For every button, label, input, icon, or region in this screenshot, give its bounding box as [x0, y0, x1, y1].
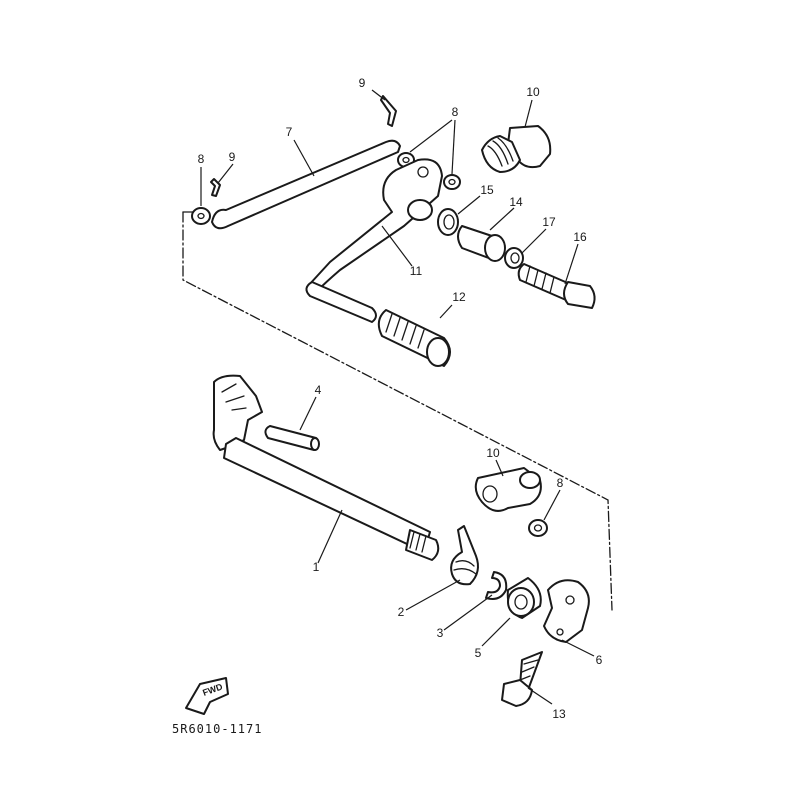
- callout-10-lower: 10: [486, 446, 500, 460]
- part-10-boot-top[interactable]: [481, 125, 552, 173]
- callout-17: 17: [542, 215, 556, 229]
- part-8-washer-top-2[interactable]: [443, 174, 461, 190]
- part-17-washer[interactable]: [504, 247, 524, 269]
- part-3-circlip[interactable]: [485, 571, 508, 600]
- part-9-cotter-pin-left[interactable]: [210, 178, 221, 197]
- callout-8-top: 8: [452, 105, 459, 119]
- callout-13: 13: [552, 707, 566, 721]
- callout-4: 4: [315, 383, 322, 397]
- callout-9-left: 9: [229, 150, 236, 164]
- part-15-oil-seal[interactable]: [437, 208, 459, 236]
- leader-lines: [200, 89, 595, 705]
- part-8-washer-lower[interactable]: [528, 519, 548, 537]
- pedal-peg-shaft: [305, 281, 377, 323]
- callout-1: 1: [313, 560, 320, 574]
- part-7-shift-rod[interactable]: [211, 139, 401, 230]
- drawing-code: 5R6010-1171: [172, 722, 262, 736]
- part-16-bolt[interactable]: [517, 263, 596, 309]
- callout-11: 11: [410, 264, 423, 278]
- callout-14: 14: [509, 195, 523, 209]
- callout-2: 2: [398, 605, 405, 619]
- part-12-pedal-rubber[interactable]: [377, 309, 451, 367]
- callout-16: 16: [573, 230, 587, 244]
- callout-12: 12: [452, 290, 466, 304]
- part-2-return-spring[interactable]: [450, 525, 479, 586]
- part-1-shift-shaft[interactable]: [212, 374, 440, 561]
- part-8-washer-left[interactable]: [191, 207, 211, 225]
- callout-6: 6: [596, 653, 603, 667]
- fwd-arrow-icon: FWD: [185, 677, 229, 715]
- part-14-collar[interactable]: [457, 225, 506, 262]
- part-4-pin[interactable]: [264, 425, 320, 451]
- callout-9-top: 9: [359, 76, 366, 90]
- callout-5: 5: [475, 646, 482, 660]
- part-9-cotter-pin-top[interactable]: [380, 95, 397, 127]
- part-6-shift-lever[interactable]: [543, 579, 590, 643]
- callout-15: 15: [480, 183, 494, 197]
- part-13-bolt[interactable]: [501, 651, 543, 707]
- callout-7: 7: [286, 125, 293, 139]
- callout-8-lower: 8: [557, 476, 564, 490]
- part-11-shift-pedal[interactable]: [307, 158, 443, 293]
- part-10-boot-lower[interactable]: [474, 467, 542, 512]
- assembly-frame: [182, 211, 613, 611]
- part-5-oil-seal[interactable]: [506, 577, 542, 619]
- callout-3: 3: [437, 626, 444, 640]
- callout-8-left: 8: [198, 152, 205, 166]
- callout-10-top: 10: [526, 85, 540, 99]
- callout-labels: 9 10 8 7 8 9 15 14 17 16 11 12 4 10 8 1 …: [198, 76, 603, 721]
